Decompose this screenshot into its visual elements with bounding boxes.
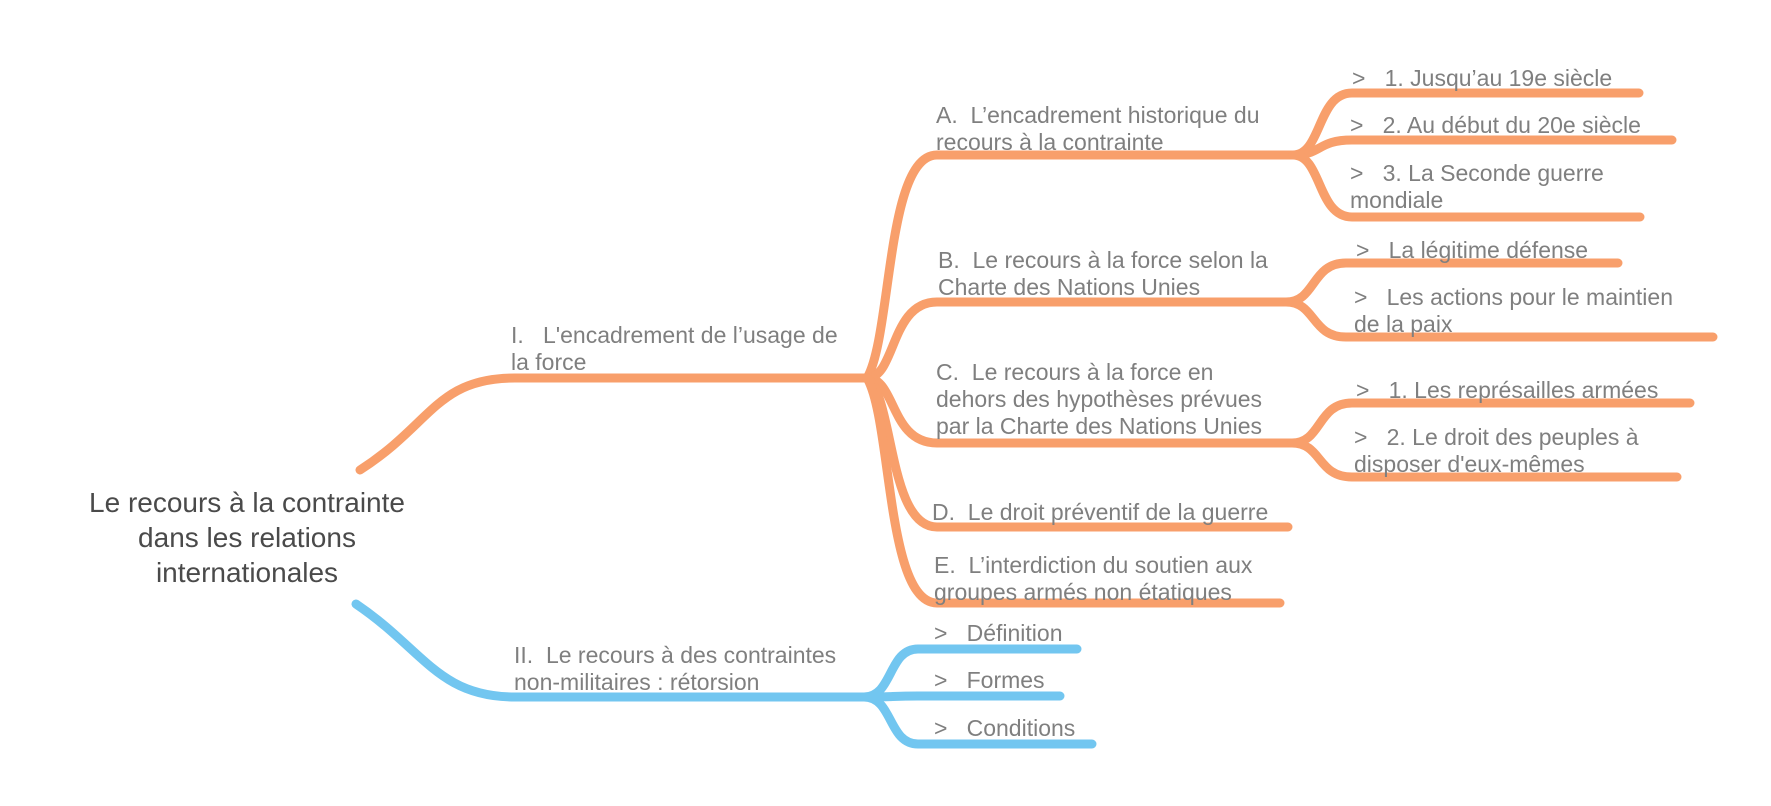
leaf-ii-formes[interactable]: > Formes bbox=[934, 667, 1045, 693]
branch-line-root-to-ii bbox=[351, 599, 869, 702]
leaf-a2[interactable]: > 2. Au début du 20e siècle bbox=[1350, 112, 1641, 138]
branch-line-i-to-a bbox=[862, 150, 1298, 383]
leaf-b1[interactable]: > La légitime défense bbox=[1356, 237, 1589, 263]
leaf-a3[interactable]: > 3. La Seconde guerre mondiale bbox=[1350, 160, 1604, 213]
leaf-c1[interactable]: > 1. Les représailles armées bbox=[1356, 377, 1659, 403]
branch-line-b-to-b2 bbox=[1281, 297, 1718, 342]
leaf-c2[interactable]: > 2. Le droit des peuples à disposer d'e… bbox=[1354, 424, 1639, 477]
branch-line-i-to-e bbox=[862, 373, 1285, 608]
branch-line-i-to-c bbox=[862, 373, 1297, 448]
node-e[interactable]: E. L’interdiction du soutien aux groupes… bbox=[934, 552, 1253, 605]
node-ii[interactable]: II. Le recours à des contraintes non-mil… bbox=[514, 642, 837, 695]
branch-line-ii-to-conditions bbox=[859, 692, 1097, 749]
node-d[interactable]: D. Le droit préventif de la guerre bbox=[932, 499, 1269, 525]
root-node[interactable]: Le recours à la contrainte dans les rela… bbox=[89, 487, 405, 588]
branch-line-i-to-b bbox=[862, 297, 1291, 383]
leaf-ii-conditions[interactable]: > Conditions bbox=[934, 715, 1076, 741]
branch-line-a-to-a3 bbox=[1288, 150, 1645, 222]
branch-line-root-to-i bbox=[355, 373, 872, 475]
branch-line-ii-to-formes bbox=[859, 691, 1065, 702]
node-a[interactable]: A. L’encadrement historique du recours à… bbox=[936, 102, 1260, 155]
node-c[interactable]: C. Le recours à la force en dehors des h… bbox=[936, 359, 1263, 439]
branch-line-a-to-a2 bbox=[1288, 135, 1677, 160]
branch-line-c-to-c2 bbox=[1287, 438, 1682, 482]
leaf-a1[interactable]: > 1. Jusqu’au 19e siècle bbox=[1352, 65, 1613, 91]
leaf-b2[interactable]: > Les actions pour le maintien de la pai… bbox=[1354, 284, 1673, 337]
node-i[interactable]: I. L'encadrement de l’usage de la force bbox=[511, 322, 838, 375]
node-b[interactable]: B. Le recours à la force selon la Charte… bbox=[938, 247, 1268, 300]
leaf-ii-definition[interactable]: > Définition bbox=[934, 620, 1063, 646]
